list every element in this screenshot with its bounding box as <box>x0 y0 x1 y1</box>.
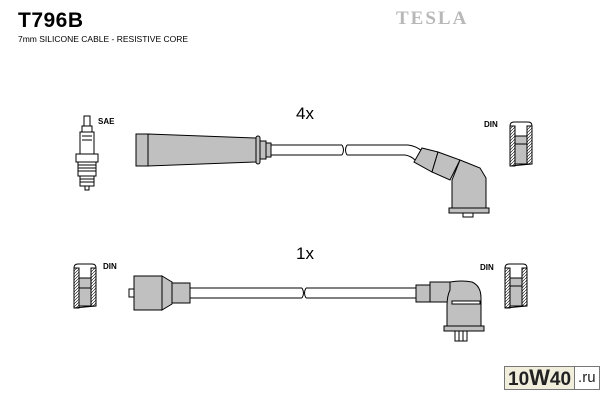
brand-logo: TESLA <box>396 8 469 29</box>
part-number: T796B <box>18 9 84 32</box>
cable-2-quantity: 1x <box>296 244 314 263</box>
din-coil-icon <box>509 121 533 167</box>
din-coil-icon <box>73 263 97 309</box>
spark-plug-icon <box>75 115 99 191</box>
cable-2-wire <box>190 287 416 299</box>
cable-2-angled-boot <box>415 280 485 342</box>
cable-2-left-label: DIN <box>103 262 117 271</box>
cable-1-left-label: SAE <box>98 117 115 126</box>
cable-1-straight-boot <box>135 133 272 167</box>
cable-2-straight-boot <box>128 275 191 311</box>
watermark-part-a: 10 <box>508 369 530 390</box>
watermark-suffix: .ru <box>574 367 599 389</box>
cable-description: 7mm SILICONE CABLE - RESISTIVE CORE <box>18 34 189 44</box>
cable-2-right-label: DIN <box>480 263 494 272</box>
watermark-part-b: 40 <box>549 369 572 390</box>
cable-1-right-label: DIN <box>484 120 498 129</box>
watermark-logo: 10W40 .ru <box>504 366 600 390</box>
cable-1-angled-boot <box>413 147 490 218</box>
cable-1-quantity: 4x <box>296 104 314 123</box>
watermark-main: 10W40 <box>505 365 575 390</box>
din-coil-icon <box>504 263 528 309</box>
watermark-part-w: W <box>529 365 550 390</box>
cable-1-wire <box>271 144 423 161</box>
